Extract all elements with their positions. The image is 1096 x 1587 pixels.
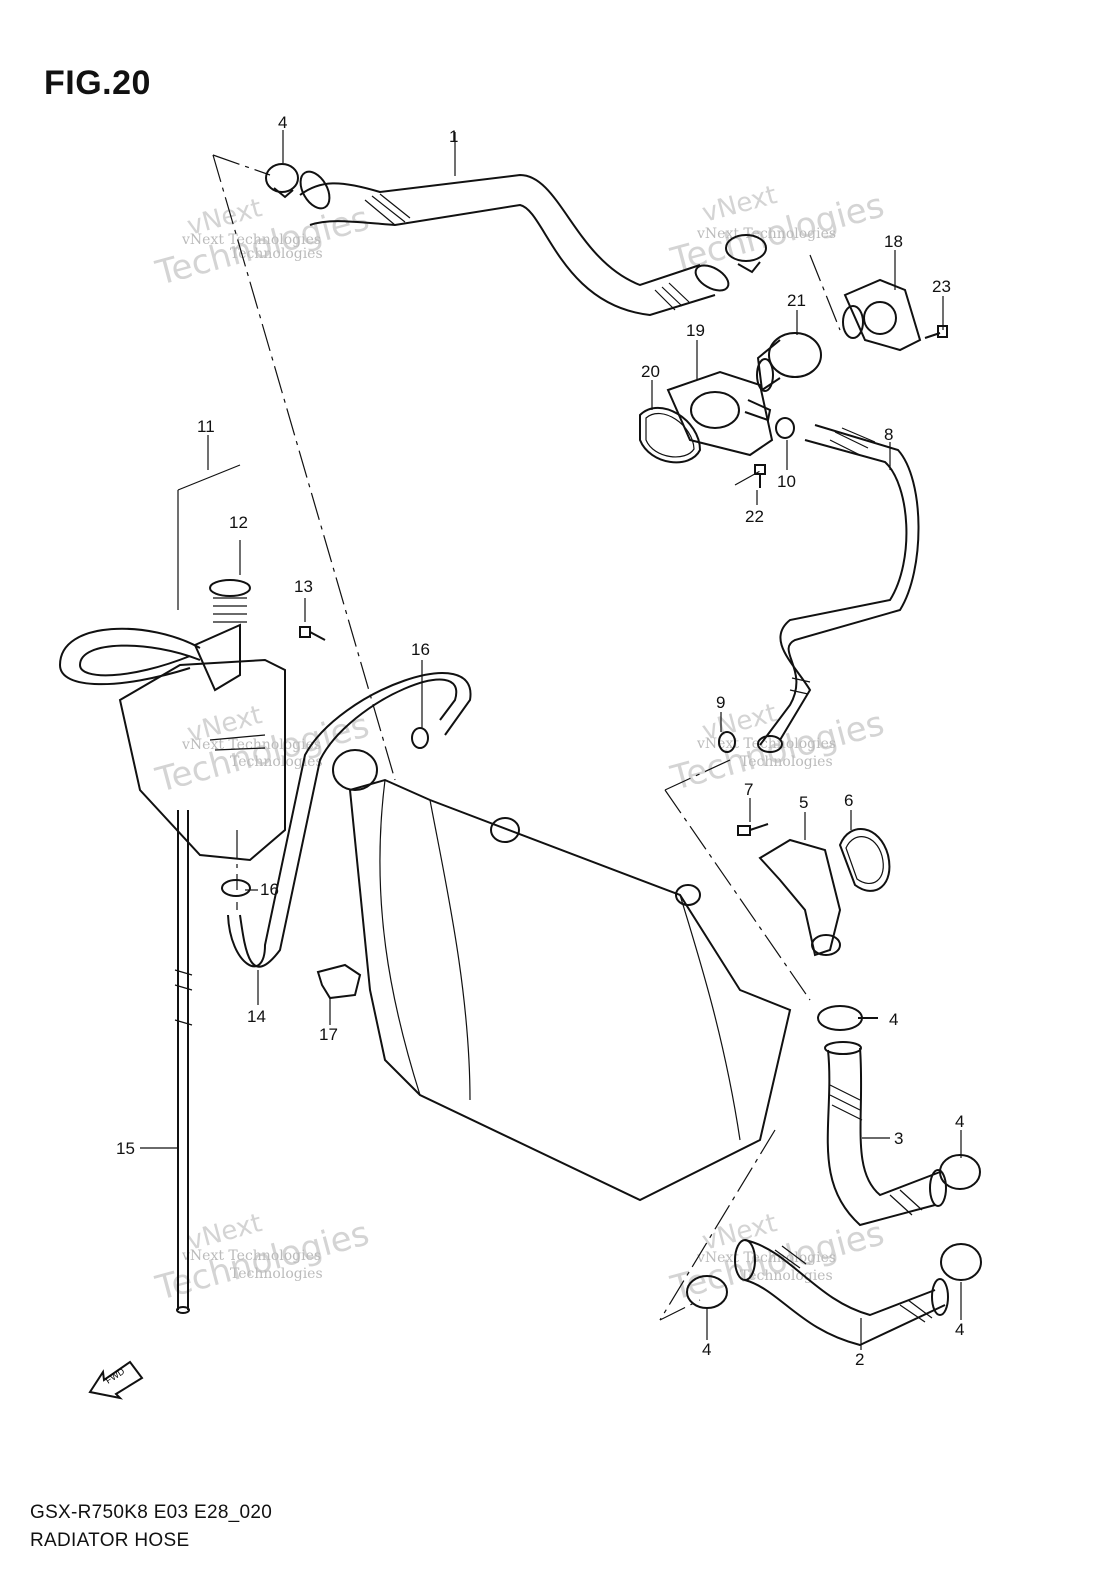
- radiator-core: [348, 778, 792, 1202]
- figure-title: FIG.20: [44, 64, 151, 102]
- callout-13: 13: [294, 577, 313, 596]
- part-9-clamp: [718, 731, 736, 753]
- callout-4b: 4: [889, 1010, 898, 1029]
- callout-6: 6: [844, 791, 853, 810]
- part-13-screw: [299, 626, 326, 641]
- part-6-o-ring: [838, 828, 891, 892]
- watermark-4: Technologies vNext vNext Technologies Te…: [666, 698, 888, 799]
- fwd-label: FWD: [104, 1366, 127, 1386]
- callout-21: 21: [787, 291, 806, 310]
- watermark-1: Technologies vNext vNext Technologies Te…: [151, 193, 373, 294]
- part-15-drain-tube: [174, 810, 193, 1314]
- callout-7: 7: [744, 780, 753, 799]
- callout-10: 10: [777, 472, 796, 491]
- section-name: RADIATOR HOSE: [30, 1530, 190, 1551]
- callout-4d: 4: [702, 1340, 711, 1359]
- part-12-reservoir-cap: [209, 579, 251, 623]
- callout-23: 23: [932, 277, 951, 296]
- part-5-outlet-fitting: [758, 838, 842, 957]
- callout-12: 12: [229, 513, 248, 532]
- part-8-hose: [757, 424, 920, 753]
- callout-16a: 16: [411, 640, 430, 659]
- part-3-hose: [824, 1041, 947, 1227]
- part-10-clamp: [775, 417, 795, 439]
- svg-text:vNext Technologies: vNext Technologies: [696, 736, 836, 752]
- callout-4e: 4: [955, 1320, 964, 1339]
- callout-14: 14: [247, 1007, 266, 1026]
- watermark-6: Technologies vNext vNext Technologies Te…: [666, 1208, 888, 1309]
- callout-2: 2: [855, 1350, 864, 1369]
- part-4-clamp-bottom-right: [940, 1243, 982, 1281]
- callout-22: 22: [745, 507, 764, 526]
- leader-lines: [140, 130, 962, 1350]
- svg-text:vNext Technologies: vNext Technologies: [181, 1248, 321, 1264]
- svg-text:vNext Technologies: vNext Technologies: [696, 1250, 836, 1266]
- part-16-clamp-lower: [221, 879, 251, 897]
- svg-text:Technologies: Technologies: [230, 754, 323, 770]
- callout-11: 11: [197, 417, 215, 436]
- callout-9: 9: [716, 693, 725, 712]
- part-1-upper-radiator-hose: [299, 170, 730, 317]
- callout-8: 8: [884, 425, 893, 444]
- watermark-group: Technologies vNext vNext Technologies Te…: [151, 180, 888, 1309]
- assembly-lines: [212, 154, 841, 1321]
- part-4-clamp-upper-right: [725, 234, 767, 274]
- callout-5: 5: [799, 793, 808, 812]
- overflow-hose: [227, 672, 472, 968]
- part-4-clamp-top: [265, 163, 299, 199]
- watermark-5: Technologies vNext vNext Technologies Te…: [151, 1208, 373, 1309]
- callout-3: 3: [894, 1129, 903, 1148]
- part-2-hose: [734, 1239, 949, 1347]
- part-16-clamp-upper: [411, 727, 429, 749]
- part-23-bolt: [924, 325, 948, 339]
- part-17-clamp: [316, 963, 362, 1000]
- part-21-thermostat: [756, 332, 822, 392]
- part-19-thermostat-housing: [666, 370, 774, 457]
- svg-text:vNext Technologies: vNext Technologies: [181, 232, 321, 248]
- svg-text:Technologies: Technologies: [230, 1266, 323, 1282]
- breather-hose-loop: [58, 627, 201, 686]
- part-22-bolt: [754, 464, 766, 488]
- callout-4c: 4: [955, 1112, 964, 1131]
- svg-text:Technologies: Technologies: [740, 754, 833, 770]
- callout-16b: 16: [260, 880, 279, 899]
- callout-18: 18: [884, 232, 903, 251]
- callout-19: 19: [686, 321, 705, 340]
- part-11-reservoir-tank: [118, 623, 286, 862]
- fwd-arrow-icon: FWD: [88, 1360, 144, 1400]
- svg-text:vNext Technologies: vNext Technologies: [181, 737, 321, 753]
- callout-4a: 4: [278, 113, 287, 132]
- callout-20: 20: [641, 362, 660, 381]
- svg-text:vNext Technologies: vNext Technologies: [696, 226, 836, 242]
- callout-17: 17: [319, 1025, 338, 1044]
- callout-15: 15: [116, 1139, 135, 1158]
- part-7-bolt: [737, 823, 769, 836]
- model-code: GSX-R750K8 E03 E28_020: [30, 1502, 273, 1523]
- part-4-clamp-right-3: [939, 1154, 981, 1190]
- part-20-o-ring: [639, 406, 702, 464]
- callout-labels: 1 2 3 4 4 4 4 4 5 6 7 8 9 10 11 12 13 14…: [116, 113, 964, 1369]
- svg-text:Technologies: Technologies: [230, 246, 323, 262]
- part-4-clamp-middle-right: [817, 1005, 878, 1031]
- part-18-radiator-cap: [842, 278, 922, 352]
- callout-1: 1: [449, 127, 458, 146]
